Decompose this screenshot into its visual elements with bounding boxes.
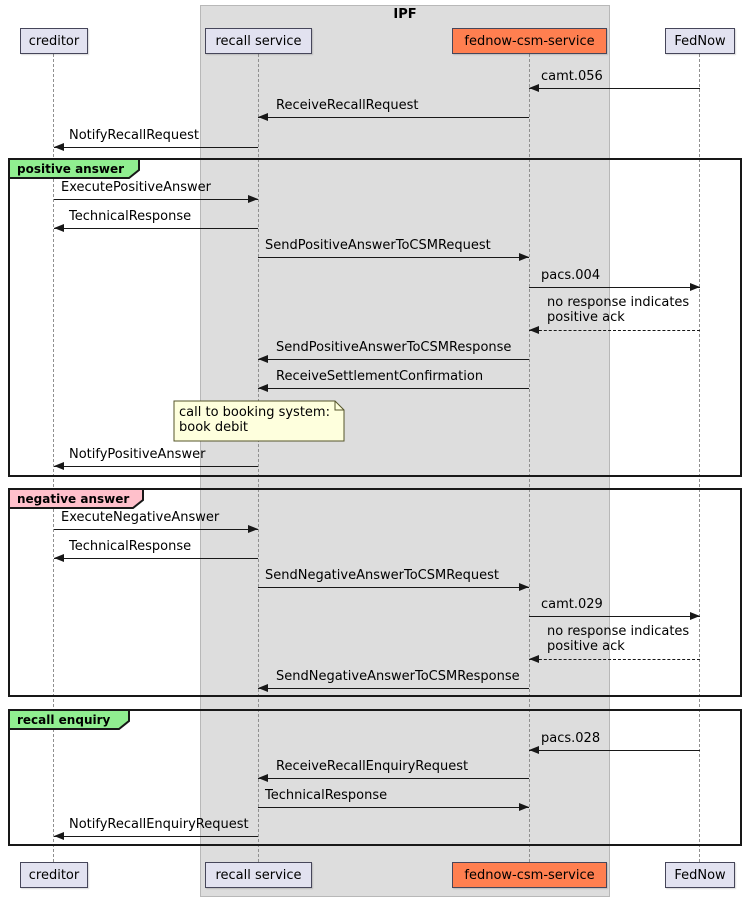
message-line-receive-recall-request <box>258 117 529 118</box>
participant-recall-service-bottom: recall service <box>205 862 312 888</box>
message-line-receive-settlement-confirmation <box>258 388 529 389</box>
note <box>173 400 345 442</box>
group-title-positive-answer: positive answer <box>17 162 125 176</box>
participant-label: FedNow <box>674 867 726 883</box>
message-label-notify-recall-request: NotifyRecallRequest <box>69 128 200 143</box>
participant-fednow-csm-service-bottom: fednow-csm-service <box>452 862 607 888</box>
message-label-no-response-ack-2: no response indicates positive ack <box>547 624 690 654</box>
message-label-receive-recall-enquiry-request: ReceiveRecallEnquiryRequest <box>276 759 469 774</box>
group-title-negative-answer: negative answer <box>17 492 130 506</box>
group-positive-answer: positive answer <box>8 158 742 477</box>
message-label-technical-response-3: TechnicalResponse <box>265 788 388 803</box>
arrowhead-icon <box>258 684 268 692</box>
participant-label: fednow-csm-service <box>464 867 595 883</box>
message-line-notify-recall-request <box>54 147 258 148</box>
message-line-no-response-ack-2 <box>529 659 700 660</box>
lifeline-fednow-csm-service <box>529 54 530 862</box>
message-label-send-negative-answer-to-csm-response: SendNegativeAnswerToCSMResponse <box>276 669 520 684</box>
arrowhead-icon <box>258 355 268 363</box>
arrowhead-icon <box>519 583 529 591</box>
message-line-send-positive-answer-to-csm-request <box>258 257 529 258</box>
arrowhead-icon <box>519 253 529 261</box>
arrowhead-icon <box>529 326 539 334</box>
arrowhead-icon <box>54 143 64 151</box>
message-label-no-response-ack-1: no response indicates positive ack <box>547 295 690 325</box>
participant-creditor-bottom: creditor <box>20 862 88 888</box>
participant-fednow-bottom: FedNow <box>665 862 735 888</box>
message-line-execute-positive-answer <box>54 199 258 200</box>
lifeline-creditor <box>53 54 54 862</box>
message-line-execute-negative-answer <box>54 529 258 530</box>
group-title-recall-enquiry: recall enquiry <box>17 713 111 727</box>
group-header <box>8 158 140 179</box>
message-label-send-positive-answer-to-csm-request: SendPositiveAnswerToCSMRequest <box>265 238 491 253</box>
participant-label: recall service <box>215 33 302 49</box>
participant-label: FedNow <box>674 33 726 49</box>
arrowhead-icon <box>519 803 529 811</box>
message-line-no-response-ack-1 <box>529 330 700 331</box>
message-label-send-positive-answer-to-csm-response: SendPositiveAnswerToCSMResponse <box>276 340 512 355</box>
message-label-technical-response-1: TechnicalResponse <box>69 209 192 224</box>
message-line-technical-response-3 <box>258 807 529 808</box>
participant-label: creditor <box>28 33 80 49</box>
group-negative-answer: negative answer <box>8 488 742 697</box>
message-line-pacs-004 <box>529 287 700 288</box>
arrowhead-icon <box>248 525 258 533</box>
arrowhead-icon <box>54 832 64 840</box>
message-label-notify-recall-enquiry-request: NotifyRecallEnquiryRequest <box>69 817 249 832</box>
group-header <box>8 709 130 730</box>
message-label-execute-negative-answer: ExecuteNegativeAnswer <box>61 510 220 525</box>
arrowhead-icon <box>54 554 64 562</box>
arrowhead-icon <box>258 113 268 121</box>
message-label-pacs-028: pacs.028 <box>541 731 601 746</box>
message-label-receive-settlement-confirmation: ReceiveSettlementConfirmation <box>276 369 484 384</box>
arrowhead-icon <box>248 195 258 203</box>
message-label-camt-029: camt.029 <box>541 597 603 612</box>
message-line-receive-recall-enquiry-request <box>258 778 529 779</box>
message-line-notify-positive-answer <box>54 466 258 467</box>
ipf-frame <box>200 5 610 897</box>
group-header <box>8 488 144 509</box>
note-text: call to booking system: book debit <box>179 405 330 435</box>
arrowhead-icon <box>690 612 700 620</box>
message-line-send-positive-answer-to-csm-response <box>258 359 529 360</box>
message-line-technical-response-2 <box>54 558 258 559</box>
arrowhead-icon <box>690 283 700 291</box>
message-label-notify-positive-answer: NotifyPositiveAnswer <box>69 447 206 462</box>
arrowhead-icon <box>54 224 64 232</box>
message-line-notify-recall-enquiry-request <box>54 836 258 837</box>
participant-creditor-top: creditor <box>20 28 88 54</box>
message-line-send-negative-answer-to-csm-request <box>258 587 529 588</box>
ipf-frame-title: IPF <box>393 7 417 22</box>
arrowhead-icon <box>529 84 539 92</box>
participant-fednow-csm-service-top: fednow-csm-service <box>452 28 607 54</box>
lifeline-fednow <box>699 54 700 862</box>
message-label-pacs-004: pacs.004 <box>541 268 601 283</box>
participant-label: recall service <box>215 867 302 883</box>
participant-label: creditor <box>28 867 80 883</box>
message-label-execute-positive-answer: ExecutePositiveAnswer <box>61 180 211 195</box>
message-line-pacs-028 <box>529 750 700 751</box>
participant-fednow-top: FedNow <box>665 28 735 54</box>
message-line-technical-response-1 <box>54 228 258 229</box>
message-label-technical-response-2: TechnicalResponse <box>69 539 192 554</box>
message-label-receive-recall-request: ReceiveRecallRequest <box>276 98 419 113</box>
lifeline-recall-service <box>258 54 259 862</box>
participant-label: fednow-csm-service <box>464 33 595 49</box>
arrowhead-icon <box>529 655 539 663</box>
arrowhead-icon <box>258 384 268 392</box>
message-label-send-negative-answer-to-csm-request: SendNegativeAnswerToCSMRequest <box>265 568 499 583</box>
participant-recall-service-top: recall service <box>205 28 312 54</box>
message-line-send-negative-answer-to-csm-response <box>258 688 529 689</box>
arrowhead-icon <box>258 774 268 782</box>
message-line-camt-056 <box>529 88 700 89</box>
arrowhead-icon <box>529 746 539 754</box>
group-recall-enquiry: recall enquiry <box>8 709 742 846</box>
message-line-camt-029 <box>529 616 700 617</box>
message-label-camt-056: camt.056 <box>541 69 603 84</box>
arrowhead-icon <box>54 462 64 470</box>
